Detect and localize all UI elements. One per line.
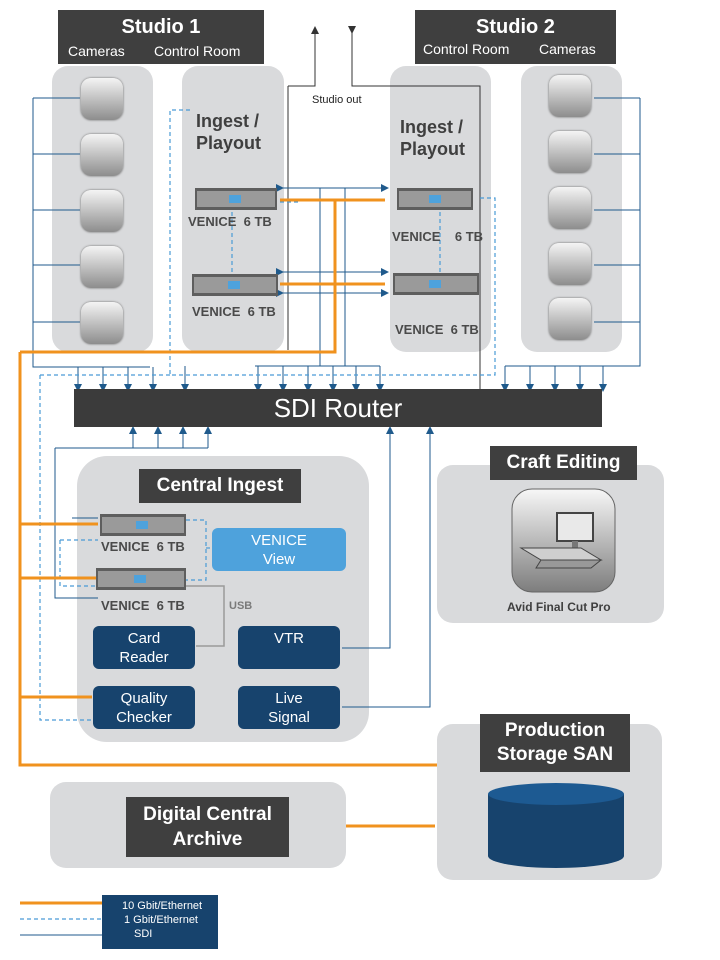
studio2-header: Studio 2 Control Room Cameras <box>415 10 616 64</box>
studio1-header: Studio 1 Cameras Control Room <box>58 10 264 64</box>
studio2-title: Studio 2 <box>476 16 555 38</box>
ingest-playout-1-title: Ingest / Playout <box>196 111 262 153</box>
live-signal-box: Live Signal <box>238 686 340 729</box>
studio1-cameras-label: Cameras <box>68 43 125 59</box>
legend-item: 1 Gbit/Ethernet <box>124 914 198 926</box>
card-reader-box: Card Reader <box>93 626 195 669</box>
server-rack-icon <box>96 568 186 590</box>
legend-lines <box>20 901 102 936</box>
vtr-box: VTR <box>238 626 340 669</box>
venice-server-label: VENICE 6 TB <box>395 322 479 337</box>
camera-icon <box>81 246 123 288</box>
venice-server-label: VENICE 6 TB <box>392 229 484 244</box>
ethernet-1g-lines <box>39 109 496 721</box>
usb-line <box>186 585 225 647</box>
camera-icon <box>549 187 591 229</box>
studio1-title: Studio 1 <box>121 16 201 38</box>
legend-item: SDI <box>134 928 153 940</box>
studio1-camera-sdi <box>32 97 157 392</box>
control-room-sdi <box>181 184 389 392</box>
venice-server-label: VENICE 6 TB <box>188 214 272 229</box>
ingest-playout-2-title: Ingest / Playout <box>400 117 466 159</box>
ethernet-10g-lines <box>18 198 437 828</box>
sdi-router: SDI Router <box>74 389 602 427</box>
craft-editing-header: Craft Editing <box>490 446 637 480</box>
venice-server-label: VENICE 6 TB <box>101 539 185 554</box>
camera-icon <box>549 243 591 285</box>
archive-header: Digital Central Archive <box>126 797 289 857</box>
studio1-control-room-label: Control Room <box>154 43 241 59</box>
server-rack-icon <box>195 188 277 210</box>
quality-checker-box: Quality Checker <box>93 686 195 729</box>
router-output-sdi <box>54 426 434 708</box>
server-rack-icon <box>100 514 186 536</box>
server-rack-icon <box>192 274 278 296</box>
camera-icon <box>549 75 591 117</box>
usb-label: USB <box>229 600 253 612</box>
venice-server-label: VENICE 6 TB <box>101 598 185 613</box>
camera-icon <box>549 131 591 173</box>
server-rack-icon <box>397 188 473 210</box>
camera-icon <box>81 78 123 120</box>
craft-editing-caption: Avid Final Cut Pro <box>507 600 611 614</box>
server-rack-icon <box>393 273 479 295</box>
studio2-camera-sdi <box>501 97 641 392</box>
storage-cylinder-icon <box>488 783 624 868</box>
camera-icon <box>81 190 123 232</box>
camera-icon <box>81 134 123 176</box>
camera-icon <box>549 298 591 340</box>
studio2-cameras-label: Cameras <box>539 41 596 57</box>
central-ingest-header: Central Ingest <box>139 469 301 503</box>
production-storage-header: Production Storage SAN <box>480 714 630 772</box>
legend-item: 10 Gbit/Ethernet <box>122 900 203 912</box>
studio2-control-room-label: Control Room <box>423 41 510 57</box>
studio-out-lines <box>287 26 481 390</box>
venice-server-label: VENICE 6 TB <box>192 304 276 319</box>
edit-workstation-icon <box>511 488 616 593</box>
legend-box: 10 Gbit/Ethernet 1 Gbit/Ethernet SDI <box>102 895 218 949</box>
venice-view-box: VENICE View <box>212 528 346 571</box>
studio-out-label: Studio out <box>312 94 362 106</box>
camera-icon <box>81 302 123 344</box>
